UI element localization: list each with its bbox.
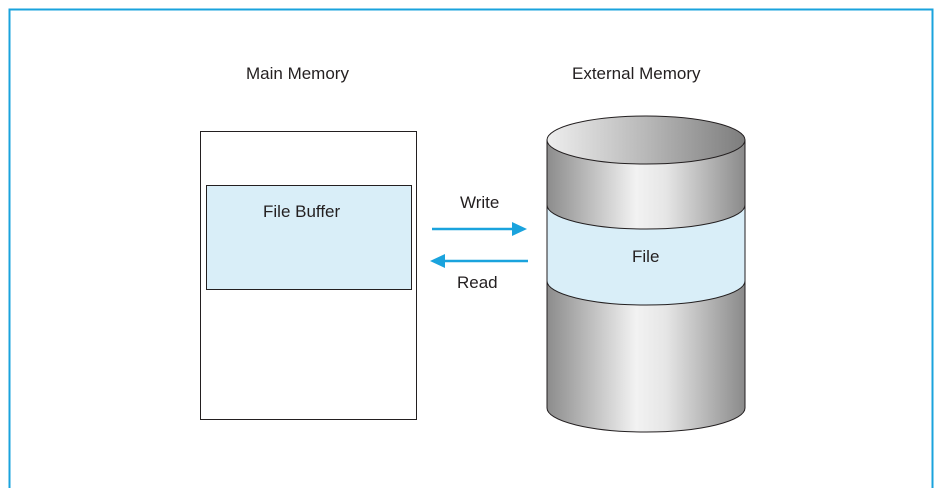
read-arrow xyxy=(430,254,528,268)
file-band-top-edge xyxy=(546,204,746,230)
file-band xyxy=(547,205,745,305)
cylinder-top xyxy=(546,115,746,165)
frame-border xyxy=(8,8,934,488)
file-band-bottom-edge xyxy=(546,280,746,306)
file-buffer-label: File Buffer xyxy=(263,202,341,221)
main-memory-label: Main Memory xyxy=(246,64,349,83)
external-memory-label: External Memory xyxy=(572,64,701,83)
write-label: Write xyxy=(460,193,500,212)
file-label: File xyxy=(632,247,660,266)
file-buffer-box xyxy=(206,185,412,290)
write-arrow xyxy=(432,222,527,236)
read-label: Read xyxy=(457,273,498,292)
